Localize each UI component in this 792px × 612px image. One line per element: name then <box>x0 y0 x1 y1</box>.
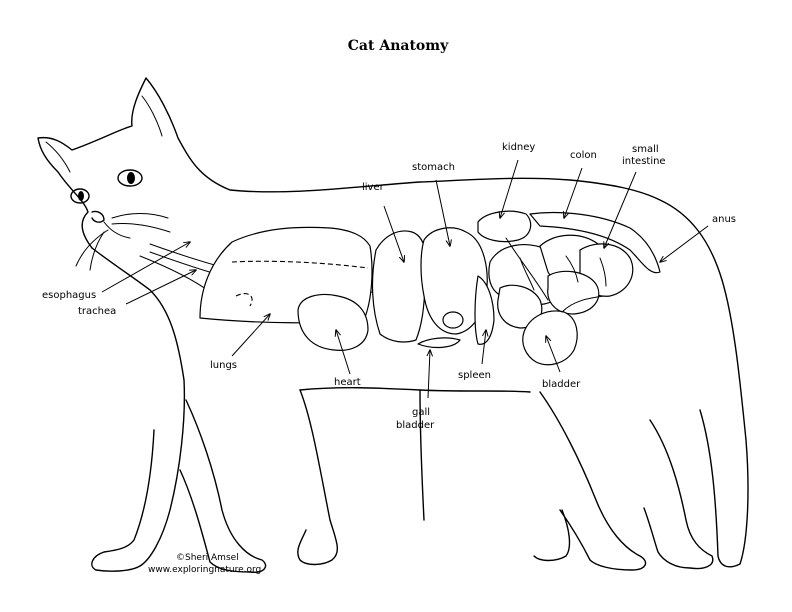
small-intestine-coils <box>488 234 634 329</box>
label-lungs: lungs <box>210 360 237 371</box>
label-anus: anus <box>712 214 736 225</box>
heart-shape <box>297 293 369 351</box>
organs <box>139 210 661 366</box>
credit-website: www.exploringnature.org <box>148 565 261 575</box>
colon-shape <box>529 211 661 274</box>
label-stomach: stomach <box>412 162 455 173</box>
gall-bladder-shape <box>417 337 461 349</box>
trachea-tube <box>139 255 211 293</box>
label-gall-bladder: bladder <box>396 420 435 431</box>
label-gall: gall <box>412 407 430 418</box>
label-bladder: bladder <box>542 379 581 390</box>
label-intestine: intestine <box>622 156 666 167</box>
label-trachea: trachea <box>78 306 116 317</box>
label-arrows <box>101 159 709 399</box>
label-spleen: spleen <box>458 370 491 381</box>
liver-shape <box>371 230 428 343</box>
cat-outline <box>37 77 749 574</box>
label-small: small <box>632 144 659 155</box>
stomach-pouch <box>442 311 464 329</box>
labels: esophagus trachea lungs liver heart stom… <box>42 142 736 431</box>
label-colon: colon <box>570 150 597 161</box>
credit: ©Sheri Amsel www.exploringnature.org <box>148 553 261 575</box>
kidney-shape <box>477 210 532 243</box>
label-kidney: kidney <box>502 142 535 153</box>
credit-author: ©Sheri Amsel <box>176 553 239 563</box>
spleen-shape <box>474 275 495 345</box>
label-liver: liver <box>362 182 385 193</box>
label-heart: heart <box>334 377 361 388</box>
diagram-title: Cat Anatomy <box>348 38 449 54</box>
label-esophagus: esophagus <box>42 290 96 301</box>
